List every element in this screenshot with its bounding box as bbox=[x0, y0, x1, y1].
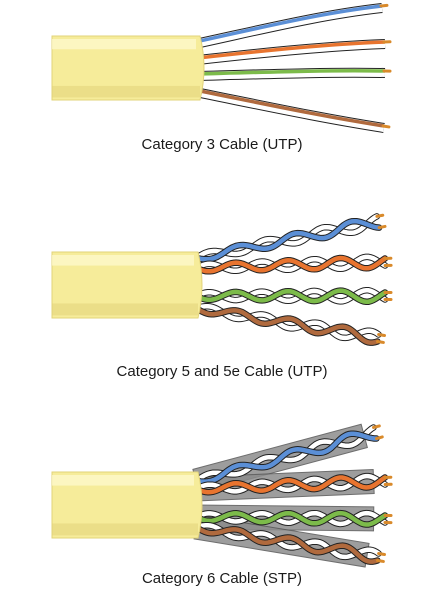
cat6-brown-pair-copper-a bbox=[375, 558, 385, 563]
cat3-orange-wire bbox=[197, 40, 386, 60]
cat5-blue-pair-copper-b bbox=[375, 213, 385, 218]
cat6-caption: Category 6 Cable (STP) bbox=[141, 570, 303, 587]
cat5-figure: Category 5 and 5e Cable (UTP) bbox=[0, 200, 444, 390]
cat5-orange-pair-color-wire bbox=[193, 255, 388, 274]
cat3-green-wire-white bbox=[197, 68, 386, 80]
cat3-brown-wire-copper bbox=[381, 124, 391, 129]
cat6-orange-pair-color-wire bbox=[193, 475, 388, 495]
cat5-jacket bbox=[51, 251, 203, 319]
cat6-blue-pair-color-wire bbox=[193, 431, 379, 484]
cat3-jacket bbox=[51, 35, 205, 101]
cat5-jacket-shadow bbox=[52, 303, 198, 316]
cat3-blue-wire-copper bbox=[379, 3, 389, 8]
cat3-green-wire bbox=[197, 68, 386, 76]
cat5-caption: Category 5 and 5e Cable (UTP) bbox=[116, 363, 328, 380]
cat6-blue-pair-copper-a bbox=[374, 435, 384, 441]
cat3-cable-illustration bbox=[51, 3, 392, 133]
cat3-brown-wire bbox=[194, 88, 385, 128]
cat5-blue-pair-copper-a bbox=[377, 224, 387, 230]
cat3-caption: Category 3 Cable (UTP) bbox=[141, 136, 303, 153]
cat6-jacket bbox=[51, 471, 203, 539]
cat6-green-pair-color-wire bbox=[193, 510, 388, 527]
cat5-brown-pair-copper-b bbox=[377, 333, 386, 337]
cat3-blue-wire-white bbox=[194, 4, 383, 48]
cat6-cable-illustration bbox=[51, 423, 393, 568]
cat5-brown-pair-copper-a bbox=[375, 339, 385, 344]
cat5-cable-illustration bbox=[51, 213, 393, 346]
cat6-figure: Category 6 Cable (STP) bbox=[0, 415, 444, 605]
cat5-brown-pair-color-wire bbox=[193, 305, 380, 345]
cat6-jacket-shadow bbox=[52, 523, 198, 536]
cat3-blue-wire bbox=[194, 4, 383, 44]
cat3-brown-wire-white bbox=[194, 88, 385, 132]
cat5-green-pair-color-wire bbox=[193, 288, 388, 304]
cat6-brown-pair-color-wire bbox=[193, 524, 380, 564]
cat6-blue-pair-copper-b bbox=[372, 424, 381, 429]
cat3-jacket-shadow bbox=[52, 85, 200, 98]
cat5-jacket-highlight bbox=[52, 255, 194, 266]
cat5-blue-pair-color-wire bbox=[193, 218, 382, 262]
cat3-jacket-highlight bbox=[52, 39, 196, 50]
cat6-brown-pair-copper-b bbox=[377, 552, 386, 556]
cat3-figure: Category 3 Cable (UTP) bbox=[0, 0, 444, 160]
cat6-jacket-highlight bbox=[52, 475, 194, 486]
cat3-orange-wire-white bbox=[197, 40, 386, 64]
